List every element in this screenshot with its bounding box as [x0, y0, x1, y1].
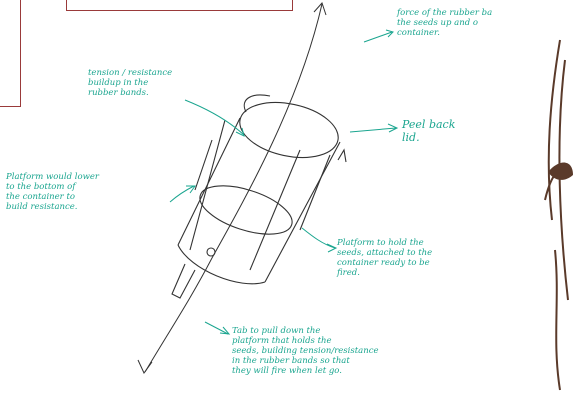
annotation-force: force of the rubber ba the seeds up and … — [397, 8, 493, 38]
slide-frame-top — [66, 0, 293, 11]
container-sketch — [171, 94, 347, 299]
annotation-platform-lower: Platform would lower to the bottom of th… — [6, 172, 99, 212]
annotation-peel-back-lid: Peel back lid. — [402, 118, 456, 144]
annotation-tab: Tab to pull down the platform that holds… — [232, 326, 379, 376]
decorative-leaf — [548, 162, 573, 180]
annotation-tension: tension / resistance buildup in the rubb… — [88, 68, 173, 98]
leader-lines — [169, 29, 399, 335]
slide-frame-left — [0, 0, 21, 107]
annotation-platform-hold: Platform to hold the seeds, attached to … — [337, 238, 433, 278]
axis-arrow — [137, 2, 327, 374]
decorative-swirls — [544, 39, 571, 391]
